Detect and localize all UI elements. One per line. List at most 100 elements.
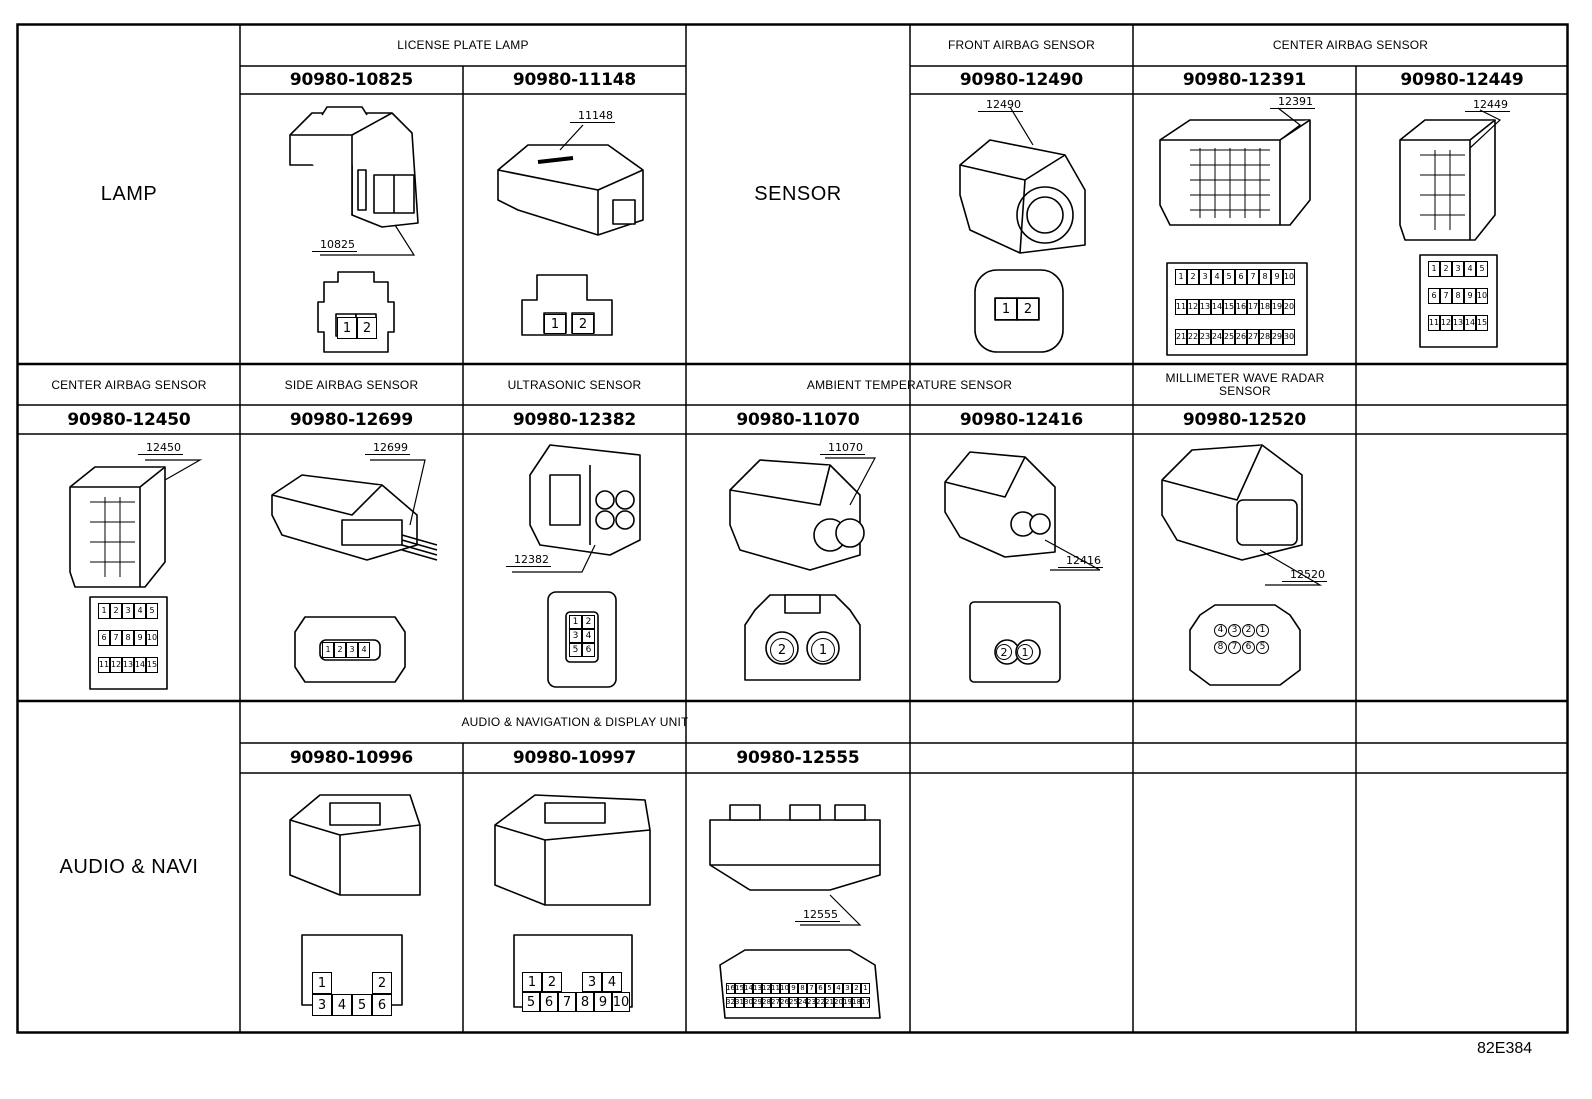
pin-11: 11 bbox=[1428, 315, 1440, 331]
pin-4: 4 bbox=[582, 629, 595, 643]
pin-22: 22 bbox=[816, 997, 825, 1008]
callout-label: 10825 bbox=[312, 238, 357, 252]
callout-label: 12449 bbox=[1465, 98, 1510, 112]
pin-4: 4 bbox=[834, 983, 843, 994]
pin-20: 20 bbox=[834, 997, 843, 1008]
pin-2: 2 bbox=[372, 972, 392, 994]
pin-1: 1 bbox=[544, 314, 566, 334]
part-number: 90980-10825 bbox=[289, 70, 414, 90]
category-lamp: LAMP bbox=[100, 183, 158, 205]
callout-label: 12699 bbox=[365, 441, 410, 455]
pin-7: 7 bbox=[1228, 641, 1241, 654]
header-ambient-temperature-sensor: AMBIENT TEMPERATURE SENSOR bbox=[806, 377, 1013, 392]
pin-17: 17 bbox=[1247, 299, 1259, 315]
pin-18: 18 bbox=[852, 997, 861, 1008]
pin-7: 7 bbox=[558, 992, 576, 1012]
pin-1: 1 bbox=[1017, 644, 1033, 660]
part-number: 90980-11070 bbox=[736, 409, 860, 430]
pin-6: 6 bbox=[1428, 288, 1440, 304]
connector-10996-drawing bbox=[289, 794, 421, 896]
pin-16: 16 bbox=[1235, 299, 1247, 315]
part-number: 90980-11148 bbox=[512, 70, 637, 90]
pin-7: 7 bbox=[1247, 269, 1259, 285]
pin-4: 4 bbox=[1464, 261, 1476, 277]
pin-11: 11 bbox=[771, 983, 780, 994]
pin-6: 6 bbox=[1242, 641, 1255, 654]
pin-3: 3 bbox=[843, 983, 852, 994]
category-sensor: SENSOR bbox=[754, 183, 842, 205]
pin-14: 14 bbox=[1211, 299, 1223, 315]
pin-6: 6 bbox=[582, 643, 595, 657]
pin-16: 16 bbox=[726, 983, 735, 994]
pin-3: 3 bbox=[122, 603, 134, 619]
part-number: 90980-12391 bbox=[1182, 70, 1307, 90]
header-audio-navigation-display: AUDIO & NAVIGATION & DISPLAY UNIT bbox=[461, 715, 689, 729]
header-side-airbag-sensor: SIDE AIRBAG SENSOR bbox=[284, 377, 419, 392]
pin-10: 10 bbox=[1476, 288, 1488, 304]
header-license-plate-lamp: LICENSE PLATE LAMP bbox=[397, 38, 529, 52]
pin-2: 2 bbox=[1017, 298, 1039, 320]
pin-2: 2 bbox=[852, 983, 861, 994]
pin-24: 24 bbox=[798, 997, 807, 1008]
pin-11: 11 bbox=[1175, 299, 1187, 315]
pin-2: 2 bbox=[582, 615, 595, 629]
pin-1: 1 bbox=[569, 615, 582, 629]
pin-25: 25 bbox=[1223, 329, 1235, 345]
pin-29: 29 bbox=[753, 997, 762, 1008]
pin-29: 29 bbox=[1271, 329, 1283, 345]
pin-4: 4 bbox=[1214, 624, 1227, 637]
part-number: 90980-12450 bbox=[67, 409, 191, 430]
figure-code: 82E384 bbox=[1477, 1040, 1533, 1057]
pin-27: 27 bbox=[771, 997, 780, 1008]
pin-4: 4 bbox=[602, 972, 622, 992]
pin-3: 3 bbox=[569, 629, 582, 643]
callout-label: 12520 bbox=[1282, 568, 1327, 582]
pin-5: 5 bbox=[1476, 261, 1488, 277]
connector-10825-face bbox=[317, 271, 395, 353]
pin-6: 6 bbox=[540, 992, 558, 1012]
pin-2: 2 bbox=[357, 317, 377, 339]
pin-1: 1 bbox=[1428, 261, 1440, 277]
pin-2: 2 bbox=[542, 972, 562, 992]
pin-26: 26 bbox=[780, 997, 789, 1008]
pin-8: 8 bbox=[122, 630, 134, 646]
pin-3: 3 bbox=[312, 994, 332, 1016]
pin-9: 9 bbox=[1271, 269, 1283, 285]
pin-23: 23 bbox=[807, 997, 816, 1008]
connector-12382-drawing bbox=[529, 444, 641, 556]
pin-14: 14 bbox=[134, 657, 146, 673]
pin-4: 4 bbox=[332, 994, 352, 1016]
connector-12449-drawing bbox=[1399, 119, 1496, 241]
pin-3: 3 bbox=[346, 642, 358, 658]
pin-5: 5 bbox=[1256, 641, 1269, 654]
pin-1: 1 bbox=[1256, 624, 1269, 637]
pin-5: 5 bbox=[569, 643, 582, 657]
pin-19: 19 bbox=[843, 997, 852, 1008]
pin-5: 5 bbox=[352, 994, 372, 1016]
pin-1: 1 bbox=[1175, 269, 1187, 285]
pin-15: 15 bbox=[1476, 315, 1488, 331]
pin-18: 18 bbox=[1259, 299, 1271, 315]
connector-11070-face bbox=[744, 594, 861, 681]
pin-4: 4 bbox=[134, 603, 146, 619]
pin-8: 8 bbox=[576, 992, 594, 1012]
pin-2: 2 bbox=[996, 644, 1012, 660]
pin-21: 21 bbox=[825, 997, 834, 1008]
pin-10: 10 bbox=[612, 992, 630, 1012]
pin-23: 23 bbox=[1199, 329, 1211, 345]
pin-4: 4 bbox=[358, 642, 370, 658]
pin-5: 5 bbox=[146, 603, 158, 619]
pin-10: 10 bbox=[780, 983, 789, 994]
part-number: 90980-12449 bbox=[1400, 70, 1524, 90]
pin-3: 3 bbox=[1199, 269, 1211, 285]
callout-label: 11148 bbox=[570, 109, 615, 123]
pin-15: 15 bbox=[146, 657, 158, 673]
pin-6: 6 bbox=[372, 994, 392, 1016]
pin-26: 26 bbox=[1235, 329, 1247, 345]
pin-8: 8 bbox=[798, 983, 807, 994]
pin-8: 8 bbox=[1452, 288, 1464, 304]
pin-9: 9 bbox=[594, 992, 612, 1012]
header-center-airbag-sensor-2: CENTER AIRBAG SENSOR bbox=[51, 377, 207, 392]
pin-11: 11 bbox=[98, 657, 110, 673]
pin-13: 13 bbox=[1199, 299, 1211, 315]
